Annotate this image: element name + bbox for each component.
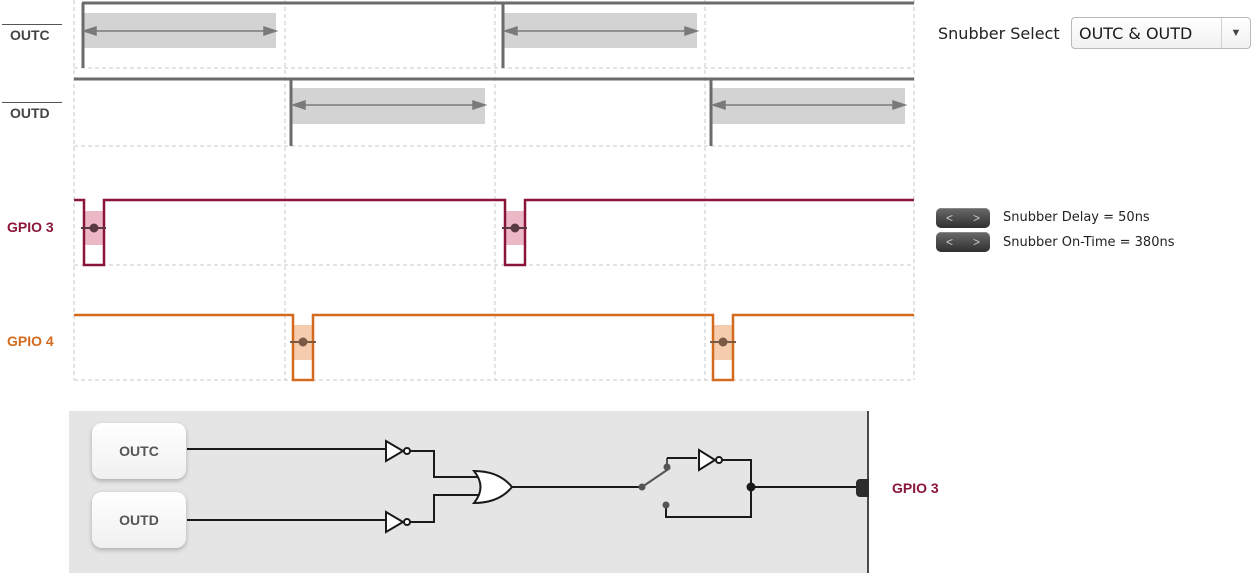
snubber-select-dropdown[interactable]: OUTC & OUTD ▼ <box>1071 17 1251 49</box>
timing-diagram <box>73 0 915 382</box>
decrease-ontime-button[interactable]: < <box>945 235 953 249</box>
outd-waveform <box>74 77 914 146</box>
increase-ontime-button[interactable]: > <box>972 235 980 249</box>
decrease-delay-button[interactable]: < <box>945 211 953 225</box>
outc-arrow <box>81 25 700 37</box>
schematic-diagram <box>187 439 869 534</box>
gpio3-signal-label: GPIO 3 <box>7 219 54 235</box>
outd-input-button[interactable]: OUTD <box>92 492 186 548</box>
outd-arrow <box>290 99 908 111</box>
chevron-down-icon[interactable]: ▼ <box>1221 18 1250 48</box>
outc-signal-label: OUTC <box>2 24 62 43</box>
inverter-gate <box>385 510 405 534</box>
snubber-ontime-stepper[interactable]: < > <box>936 232 990 252</box>
inverter-gate <box>698 448 717 472</box>
outc-waveform <box>81 1 914 68</box>
snubber-ontime-text: Snubber On-Time = 380ns <box>1003 235 1175 250</box>
gpio3-output-label: GPIO 3 <box>892 480 939 496</box>
junction-dot <box>746 482 756 492</box>
gpio3-marker <box>81 223 527 233</box>
snubber-delay-text: Snubber Delay = 50ns <box>1003 210 1150 225</box>
gpio4-signal-label: GPIO 4 <box>7 333 54 349</box>
gpio4-waveform <box>74 313 914 382</box>
increase-delay-button[interactable]: > <box>972 211 980 225</box>
grid <box>73 0 915 381</box>
outd-pulse <box>711 88 905 124</box>
switch-contact <box>641 467 671 488</box>
snubber-delay-stepper[interactable]: < > <box>936 208 990 228</box>
outc-input-button[interactable]: OUTC <box>92 423 186 479</box>
outd-pulse <box>291 88 485 124</box>
inverter-gate <box>385 439 405 463</box>
gpio3-waveform <box>74 198 914 267</box>
or-gate <box>471 469 514 505</box>
gpio4-marker <box>290 337 736 347</box>
snubber-select-value: OUTC & OUTD <box>1079 24 1193 43</box>
outd-signal-label: OUTD <box>2 102 62 121</box>
schematic-panel <box>69 411 869 573</box>
output-pin <box>856 479 869 497</box>
snubber-select-label: Snubber Select <box>938 24 1060 43</box>
